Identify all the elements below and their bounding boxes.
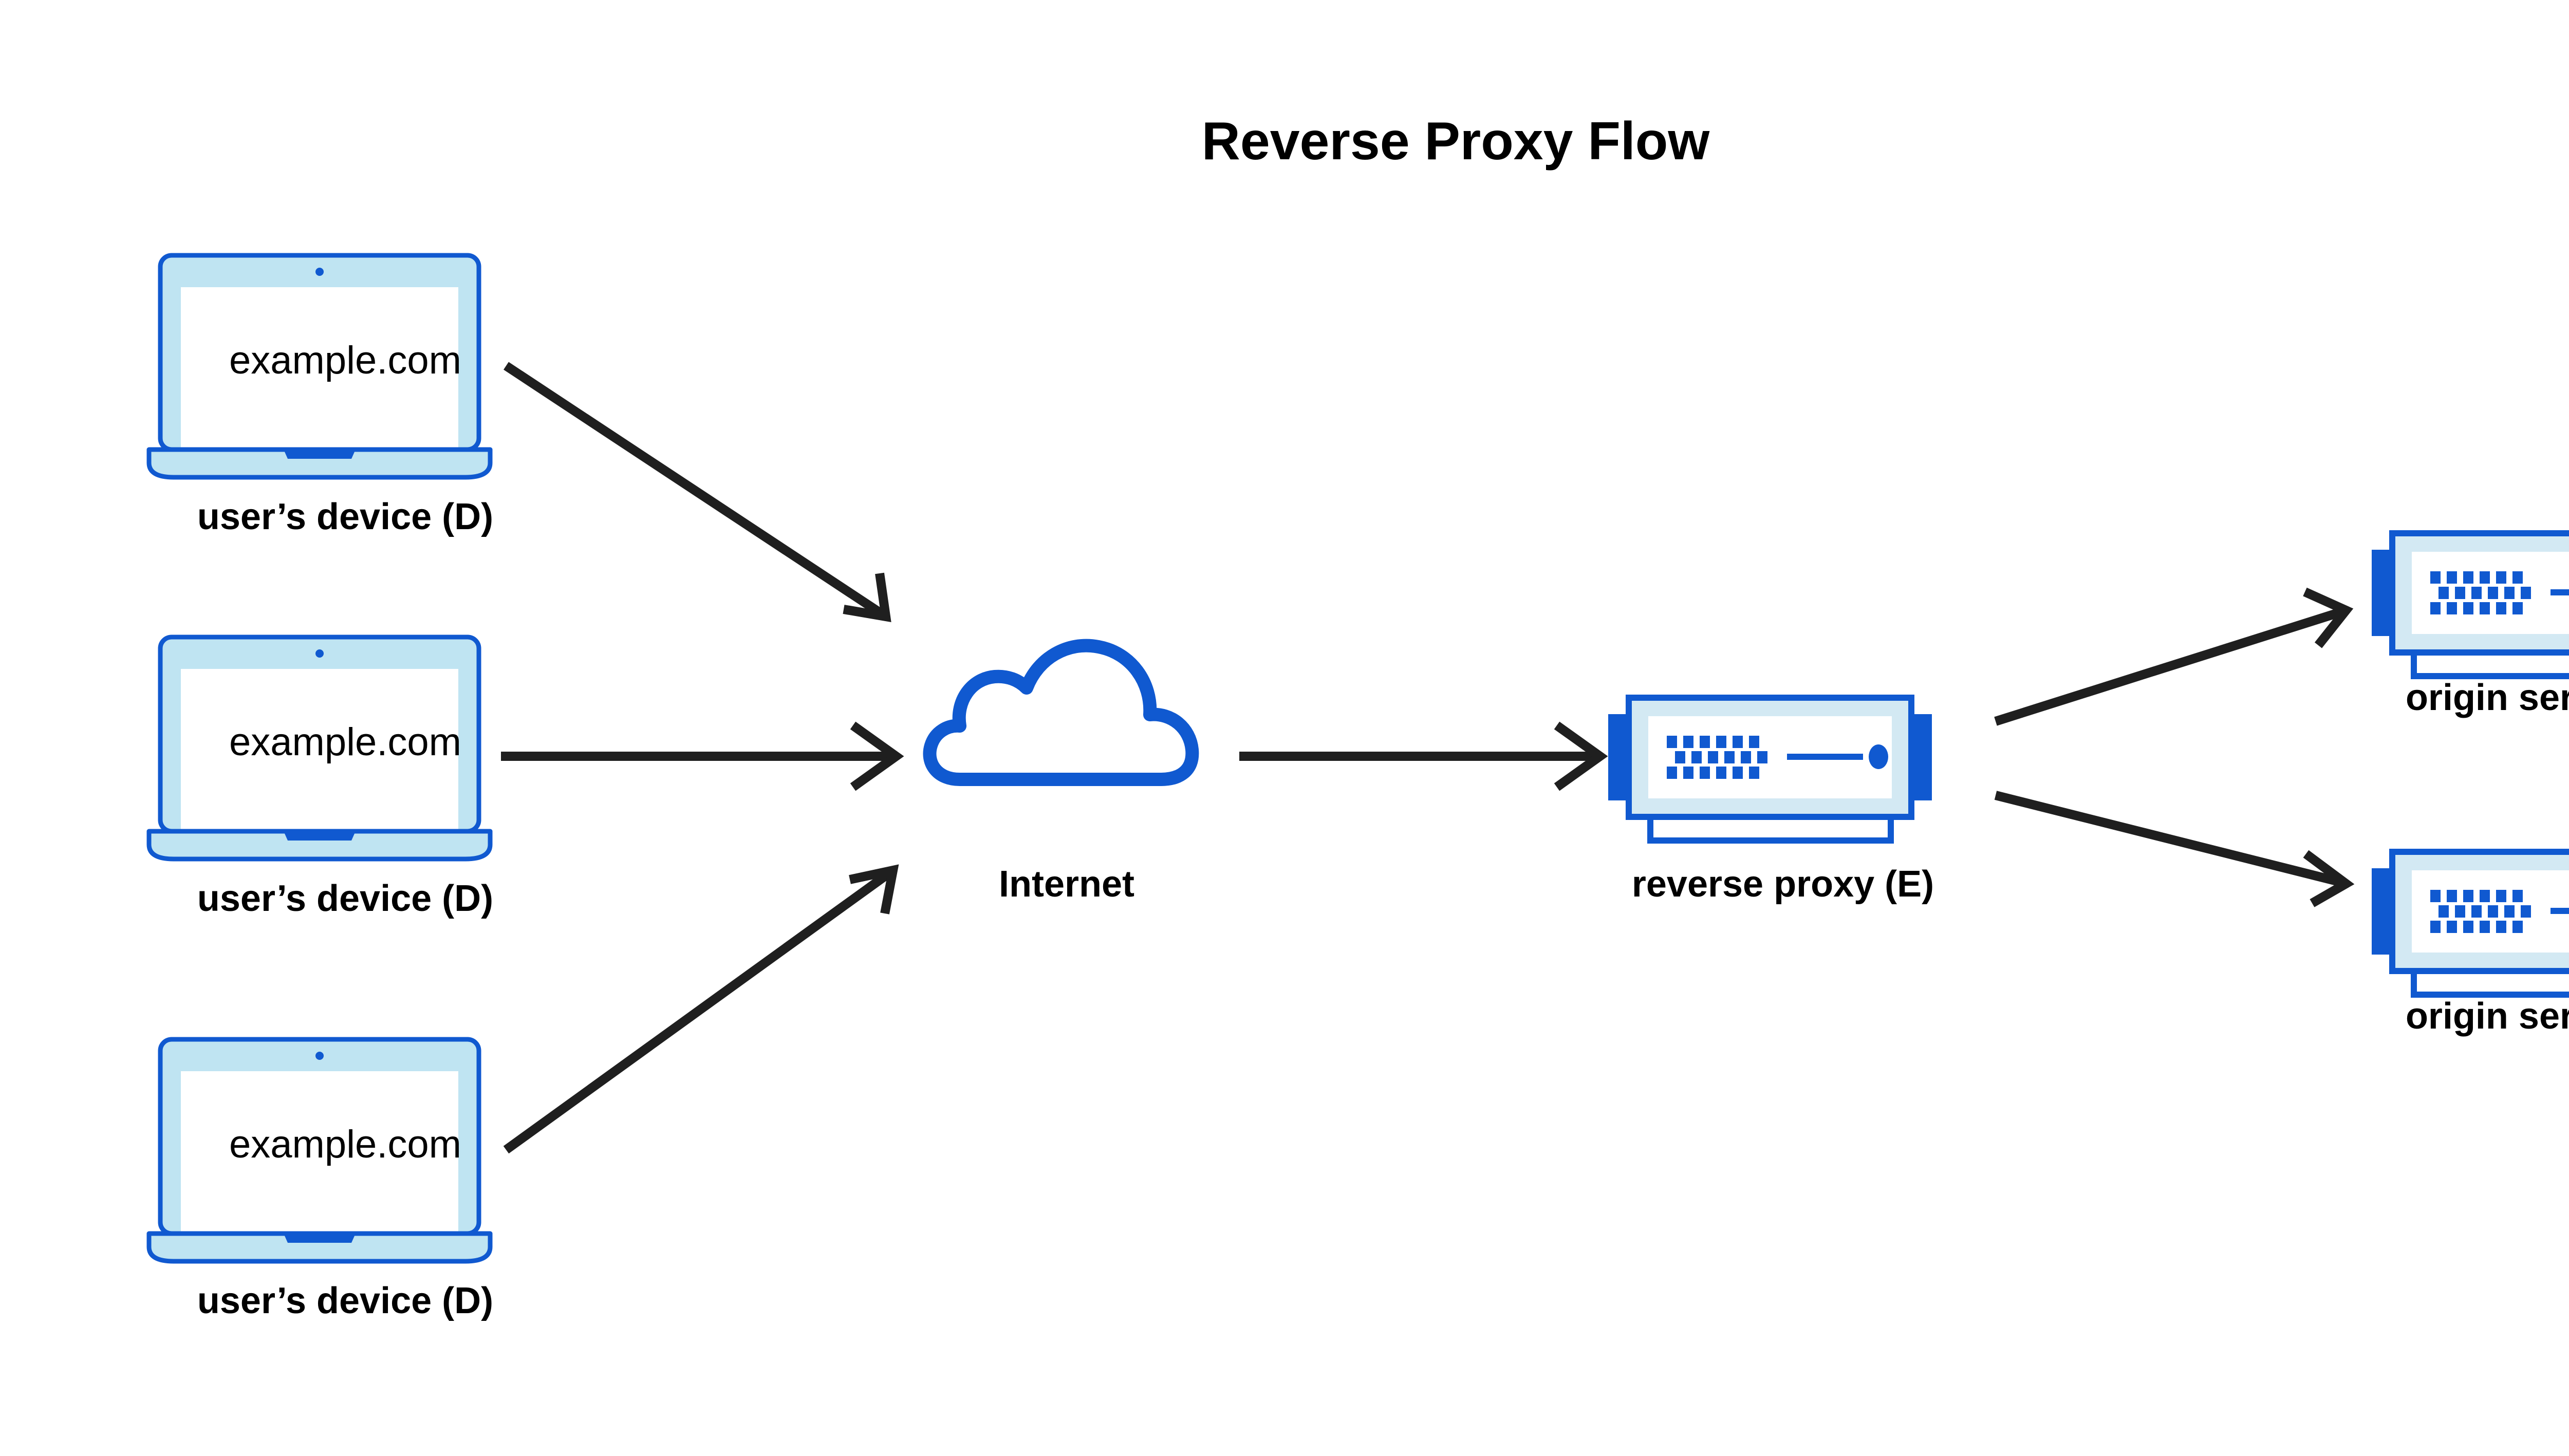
server-icon [2372,533,2569,676]
client-label-bottom: user’s device (D) [197,1280,493,1321]
client-node-middle[interactable]: example.com user’s device (D) [149,637,493,919]
reverse-proxy-node[interactable]: reverse proxy (E) [1608,698,1934,905]
origin-server-node-top[interactable]: origin server (F) [2372,533,2569,718]
server-icon [2372,852,2569,995]
client-node-bottom[interactable]: example.com user’s device (D) [149,1039,493,1321]
client-screen-url-middle: example.com [229,720,461,764]
arrow-client-bottom-to-internet [503,864,899,1154]
server-icon [1608,698,1932,841]
client-label-top: user’s device (D) [197,496,493,537]
arrow-internet-to-proxy [1239,721,1608,791]
arrow-proxy-to-origin-top [1994,587,2354,726]
internet-node[interactable]: Internet [929,646,1192,905]
arrow-proxy-to-origin-bottom [1994,791,2355,907]
client-node-top[interactable]: example.com user’s device (D) [149,255,493,537]
page-title: Reverse Proxy Flow [1202,111,1710,171]
arrow-client-middle-to-internet [501,721,904,791]
internet-label: Internet [999,864,1134,905]
origin-server-node-bottom[interactable]: origin server (F) [2372,852,2569,1037]
arrow-client-top-to-internet [504,362,891,622]
client-label-middle: user’s device (D) [197,878,493,919]
origin-server-label-top: origin server (F) [2406,677,2569,718]
client-screen-url-top: example.com [229,339,461,382]
client-screen-url-bottom: example.com [229,1123,461,1166]
reverse-proxy-label: reverse proxy (E) [1632,864,1934,905]
connection-arrows [501,362,2355,1154]
origin-server-label-bottom: origin server (F) [2406,996,2569,1037]
